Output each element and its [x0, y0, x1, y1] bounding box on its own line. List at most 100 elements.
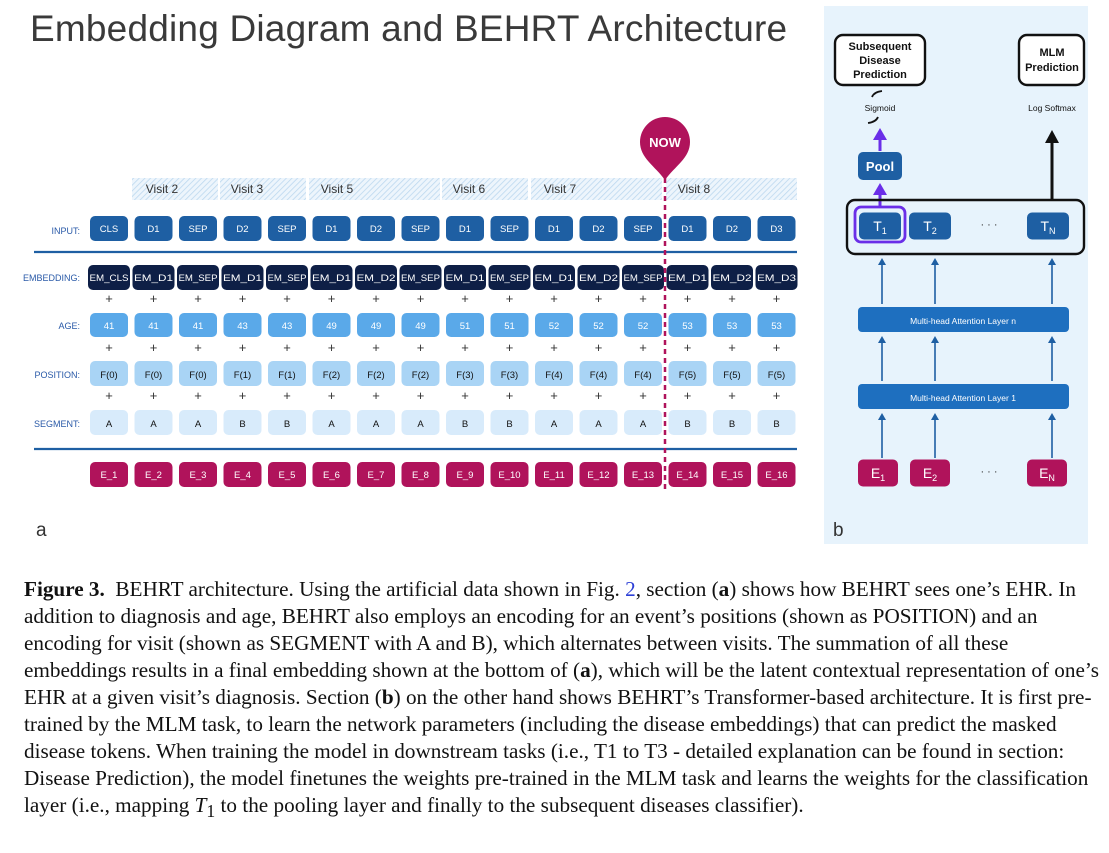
plus-sign: + — [550, 291, 558, 306]
attention-layer-1-label: Multi-head Attention Layer 1 — [910, 393, 1016, 403]
output-token-t: T2 — [909, 212, 951, 240]
plus-sign: + — [773, 388, 781, 403]
sigmoid-label: Sigmoid — [865, 103, 896, 113]
embedding-token-label: EM_D3 — [757, 273, 796, 283]
output-token-t: T1 — [859, 212, 901, 240]
position-token-label: F(4) — [634, 370, 651, 381]
position-token — [268, 361, 306, 386]
input-token — [490, 216, 529, 241]
plus-sign: + — [728, 291, 736, 306]
visit-header-band — [309, 178, 440, 200]
embedding-token — [755, 265, 798, 290]
output-embedding — [668, 462, 707, 487]
output-embedding — [624, 462, 662, 487]
segment-token — [624, 410, 662, 435]
embedding-token — [221, 265, 264, 290]
position-token — [90, 361, 128, 386]
segment-row-label: SEGMENT: — [34, 419, 80, 429]
pool-box — [858, 152, 902, 180]
plus-sign: + — [461, 291, 469, 306]
position-token-label: F(2) — [367, 370, 384, 381]
embedding-token — [622, 265, 664, 290]
plus-sign: + — [728, 388, 736, 403]
plus-sign: + — [595, 388, 603, 403]
age-token — [401, 313, 440, 337]
plus-sign: + — [239, 388, 247, 403]
position-token-label: F(3) — [501, 370, 518, 381]
visit-header-label: Visit 5 — [321, 182, 354, 196]
transformer-output-container — [845, 198, 1086, 256]
embedding-token-label: EM_SEP — [179, 273, 218, 283]
output-token-t-label: T2 — [923, 218, 937, 236]
pool-arrowhead-icon — [873, 128, 887, 140]
age-token-label: 52 — [593, 321, 604, 332]
segment-token-label: A — [640, 419, 647, 430]
plus-sign: + — [684, 388, 692, 403]
segment-token-label: B — [773, 419, 779, 430]
plus-sign: + — [506, 388, 514, 403]
segment-token — [134, 410, 173, 435]
output-embedding-label: E_1 — [101, 470, 118, 481]
visit-header-band — [442, 178, 528, 200]
age-token-label: 53 — [682, 321, 693, 332]
position-token — [223, 361, 262, 386]
input-token — [713, 216, 751, 241]
visit-header-label: Visit 6 — [453, 182, 486, 196]
input-token-label: D2 — [236, 224, 248, 235]
input-token — [401, 216, 440, 241]
plus-sign: + — [283, 340, 291, 355]
position-token-label: F(2) — [412, 370, 429, 381]
plus-sign: + — [194, 340, 202, 355]
caption-figure-link[interactable]: 2 — [625, 577, 636, 601]
attention-layer-n — [858, 307, 1069, 332]
position-token-label: F(4) — [545, 370, 562, 381]
plus-sign: + — [239, 291, 247, 306]
position-token — [624, 361, 662, 386]
age-token — [312, 313, 351, 337]
input-token — [624, 216, 662, 241]
plus-sign: + — [550, 340, 558, 355]
output-embedding — [579, 462, 618, 487]
visit-header: Visit 2 — [132, 178, 218, 200]
input-token — [668, 216, 707, 241]
plus-sign: + — [773, 340, 781, 355]
age-token-label: 49 — [371, 321, 382, 332]
output-embedding — [357, 462, 395, 487]
position-token — [312, 361, 351, 386]
input-token-label: D1 — [325, 224, 337, 235]
input-embedding-e-label: EN — [1039, 465, 1055, 483]
caption-t-symbol: T — [194, 793, 207, 817]
output-embedding-label: E_7 — [368, 470, 385, 481]
age-token-label: 51 — [460, 321, 471, 332]
mlm-box-line1: MLM — [1039, 47, 1064, 59]
plus-sign: + — [595, 340, 603, 355]
position-token-label: F(0) — [189, 370, 206, 381]
plus-sign: + — [461, 340, 469, 355]
subsequent-box-line1: Subsequent — [849, 41, 912, 53]
ellipsis-bottom: · · · — [980, 466, 997, 478]
plus-sign: + — [372, 388, 380, 403]
plus-sign: + — [239, 340, 247, 355]
age-token — [223, 313, 262, 337]
subsequent-box-line2: Disease — [859, 55, 901, 67]
embedding-token — [132, 265, 175, 290]
output-embedding — [446, 462, 484, 487]
output-token-t-box — [859, 212, 901, 240]
output-embedding-label: E_8 — [412, 470, 429, 481]
log-softmax-label: Log Softmax — [1028, 103, 1076, 113]
plus-sign: + — [328, 291, 336, 306]
output-embedding-label: E_6 — [323, 470, 340, 481]
plus-sign: + — [372, 340, 380, 355]
input-token-label: SEP — [188, 224, 207, 235]
position-token-label: F(4) — [590, 370, 607, 381]
embedding-token-label: EM_SEP — [401, 273, 440, 283]
segment-token-label: A — [551, 419, 558, 430]
input-token-label: D1 — [459, 224, 471, 235]
caption-text-1: BEHRT architecture. Using the artificial… — [115, 577, 626, 601]
input-token — [134, 216, 173, 241]
